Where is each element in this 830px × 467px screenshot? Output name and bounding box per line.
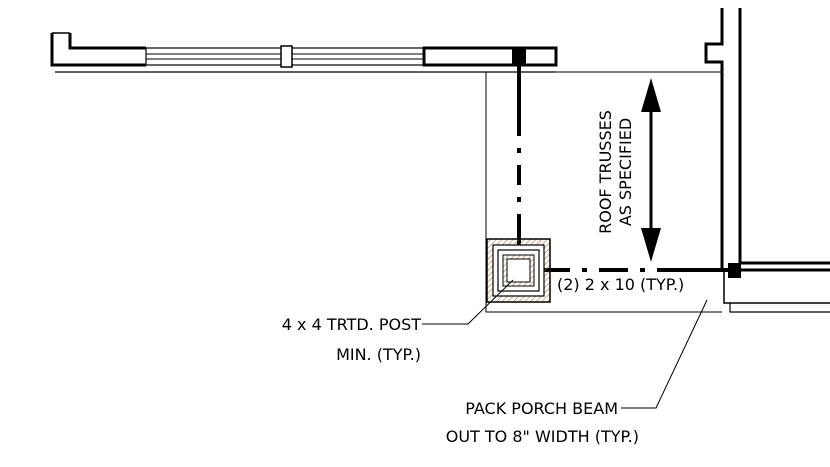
- post: [486, 238, 551, 303]
- roof-trusses-line2: AS SPECIFIED: [616, 118, 635, 226]
- beam-label-mask: [556, 272, 714, 294]
- truss-span-arrow: [641, 78, 661, 262]
- house-wall-left: [50, 32, 558, 73]
- post-label-line1: 4 x 4 TRTD. POST: [282, 315, 421, 334]
- beam-label: (2) 2 x 10 (TYP.): [557, 275, 684, 294]
- window: [145, 45, 425, 68]
- post-label-line2: MIN. (TYP.): [336, 345, 421, 364]
- roof-trusses-line1: ROOF TRUSSES: [596, 110, 615, 234]
- leader-lines: [422, 279, 708, 409]
- roof-trusses-label: ROOF TRUSSES AS SPECIFIED: [596, 110, 635, 234]
- post-block-top: [512, 48, 526, 65]
- porch-slab-outline: [485, 71, 722, 313]
- pack-beam-label-line1: PACK PORCH BEAM: [465, 399, 618, 418]
- post-block-right: [728, 263, 741, 278]
- house-wall-right: [704, 8, 830, 313]
- pack-beam-label-line2: OUT TO 8" WIDTH (TYP.): [446, 427, 639, 446]
